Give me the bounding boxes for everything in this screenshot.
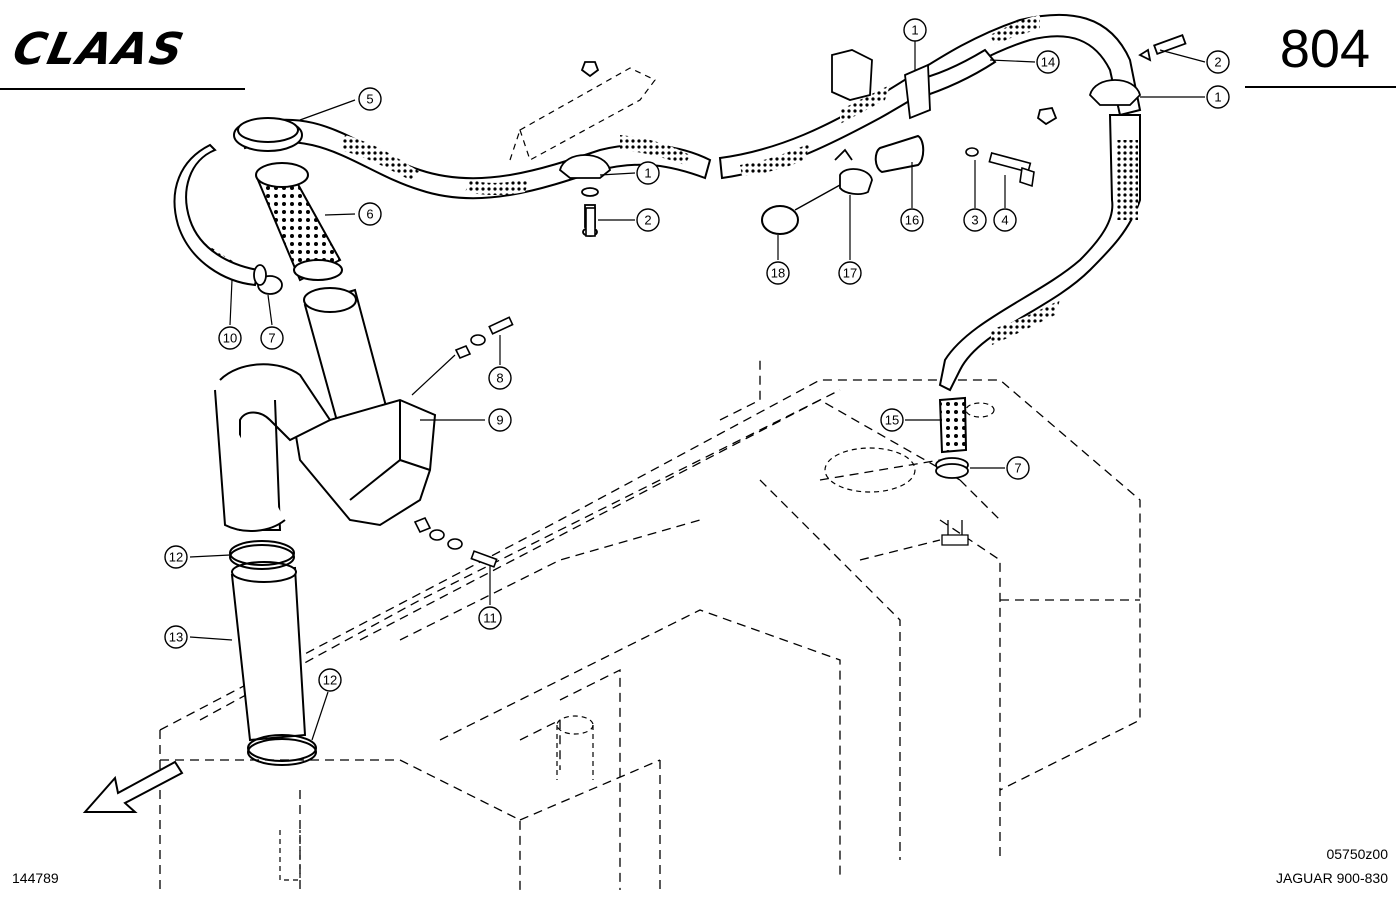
callout-11: 11 <box>483 611 497 626</box>
callout-12: 12 <box>169 550 183 565</box>
pipe-clip-right <box>1036 34 1187 126</box>
callout-7: 7 <box>268 331 275 346</box>
bolt-11 <box>413 516 498 568</box>
direction-arrow <box>82 760 184 813</box>
callout-15: 15 <box>885 413 899 428</box>
callout-18: 18 <box>771 266 785 281</box>
hose-16 <box>874 134 925 174</box>
filter-cap <box>233 117 303 152</box>
bolt-4 <box>965 147 1035 188</box>
brand-logo: CLAAS <box>8 24 190 75</box>
engine-outlet-fitting <box>941 520 969 546</box>
callout-8: 8 <box>496 371 503 386</box>
bolt-8 <box>454 316 514 360</box>
callout-10: 10 <box>223 331 237 346</box>
callout-6: 6 <box>366 207 373 222</box>
callout-bubbles <box>164 18 1230 692</box>
filter-element <box>255 162 343 282</box>
callout-1: 1 <box>911 23 918 38</box>
leader-lines <box>189 30 1206 741</box>
fitting-15 <box>938 396 968 454</box>
model-name: JAGUAR 900-830 <box>1275 870 1388 886</box>
drain-tube <box>214 363 332 532</box>
callout-2: 2 <box>644 213 651 228</box>
header-rule-right <box>1245 86 1396 88</box>
hose-clamp-7-right <box>935 457 969 479</box>
callout-3: 3 <box>971 213 978 228</box>
callout-labels: 1 2 1 1 2 14 5 6 3 4 16 18 17 10 7 8 9 1… <box>169 23 1222 688</box>
callout-1: 1 <box>1214 90 1221 105</box>
fitting-17 <box>834 148 873 195</box>
callout-16: 16 <box>905 213 919 228</box>
hose-clamp-7-left <box>253 264 283 295</box>
mounting-plate-dashed <box>509 67 656 161</box>
bolt-2 <box>585 207 596 237</box>
plug-cap-18 <box>761 184 841 235</box>
pipe-clip-top <box>831 49 931 120</box>
callout-2: 2 <box>1214 55 1221 70</box>
reference-number: 144789 <box>12 870 59 886</box>
callout-9: 9 <box>496 413 503 428</box>
callout-5: 5 <box>366 92 373 107</box>
callout-14: 14 <box>1041 55 1055 70</box>
drain-sleeve <box>230 561 307 742</box>
callout-7: 7 <box>1014 461 1021 476</box>
document-code: 05750z00 <box>1326 846 1388 862</box>
callout-17: 17 <box>843 266 857 281</box>
hose-10 <box>173 143 260 287</box>
header-rule-left <box>0 88 245 90</box>
hose-clamp-lower <box>247 734 317 766</box>
stand-pipe <box>293 287 437 527</box>
callout-12: 12 <box>323 673 337 688</box>
hose-clamp-upper <box>229 540 295 570</box>
page-number: 804 <box>1279 19 1370 79</box>
callout-1: 1 <box>644 166 651 181</box>
engine-block-details <box>279 402 995 881</box>
callout-13: 13 <box>169 630 183 645</box>
callout-4: 4 <box>1001 213 1008 228</box>
